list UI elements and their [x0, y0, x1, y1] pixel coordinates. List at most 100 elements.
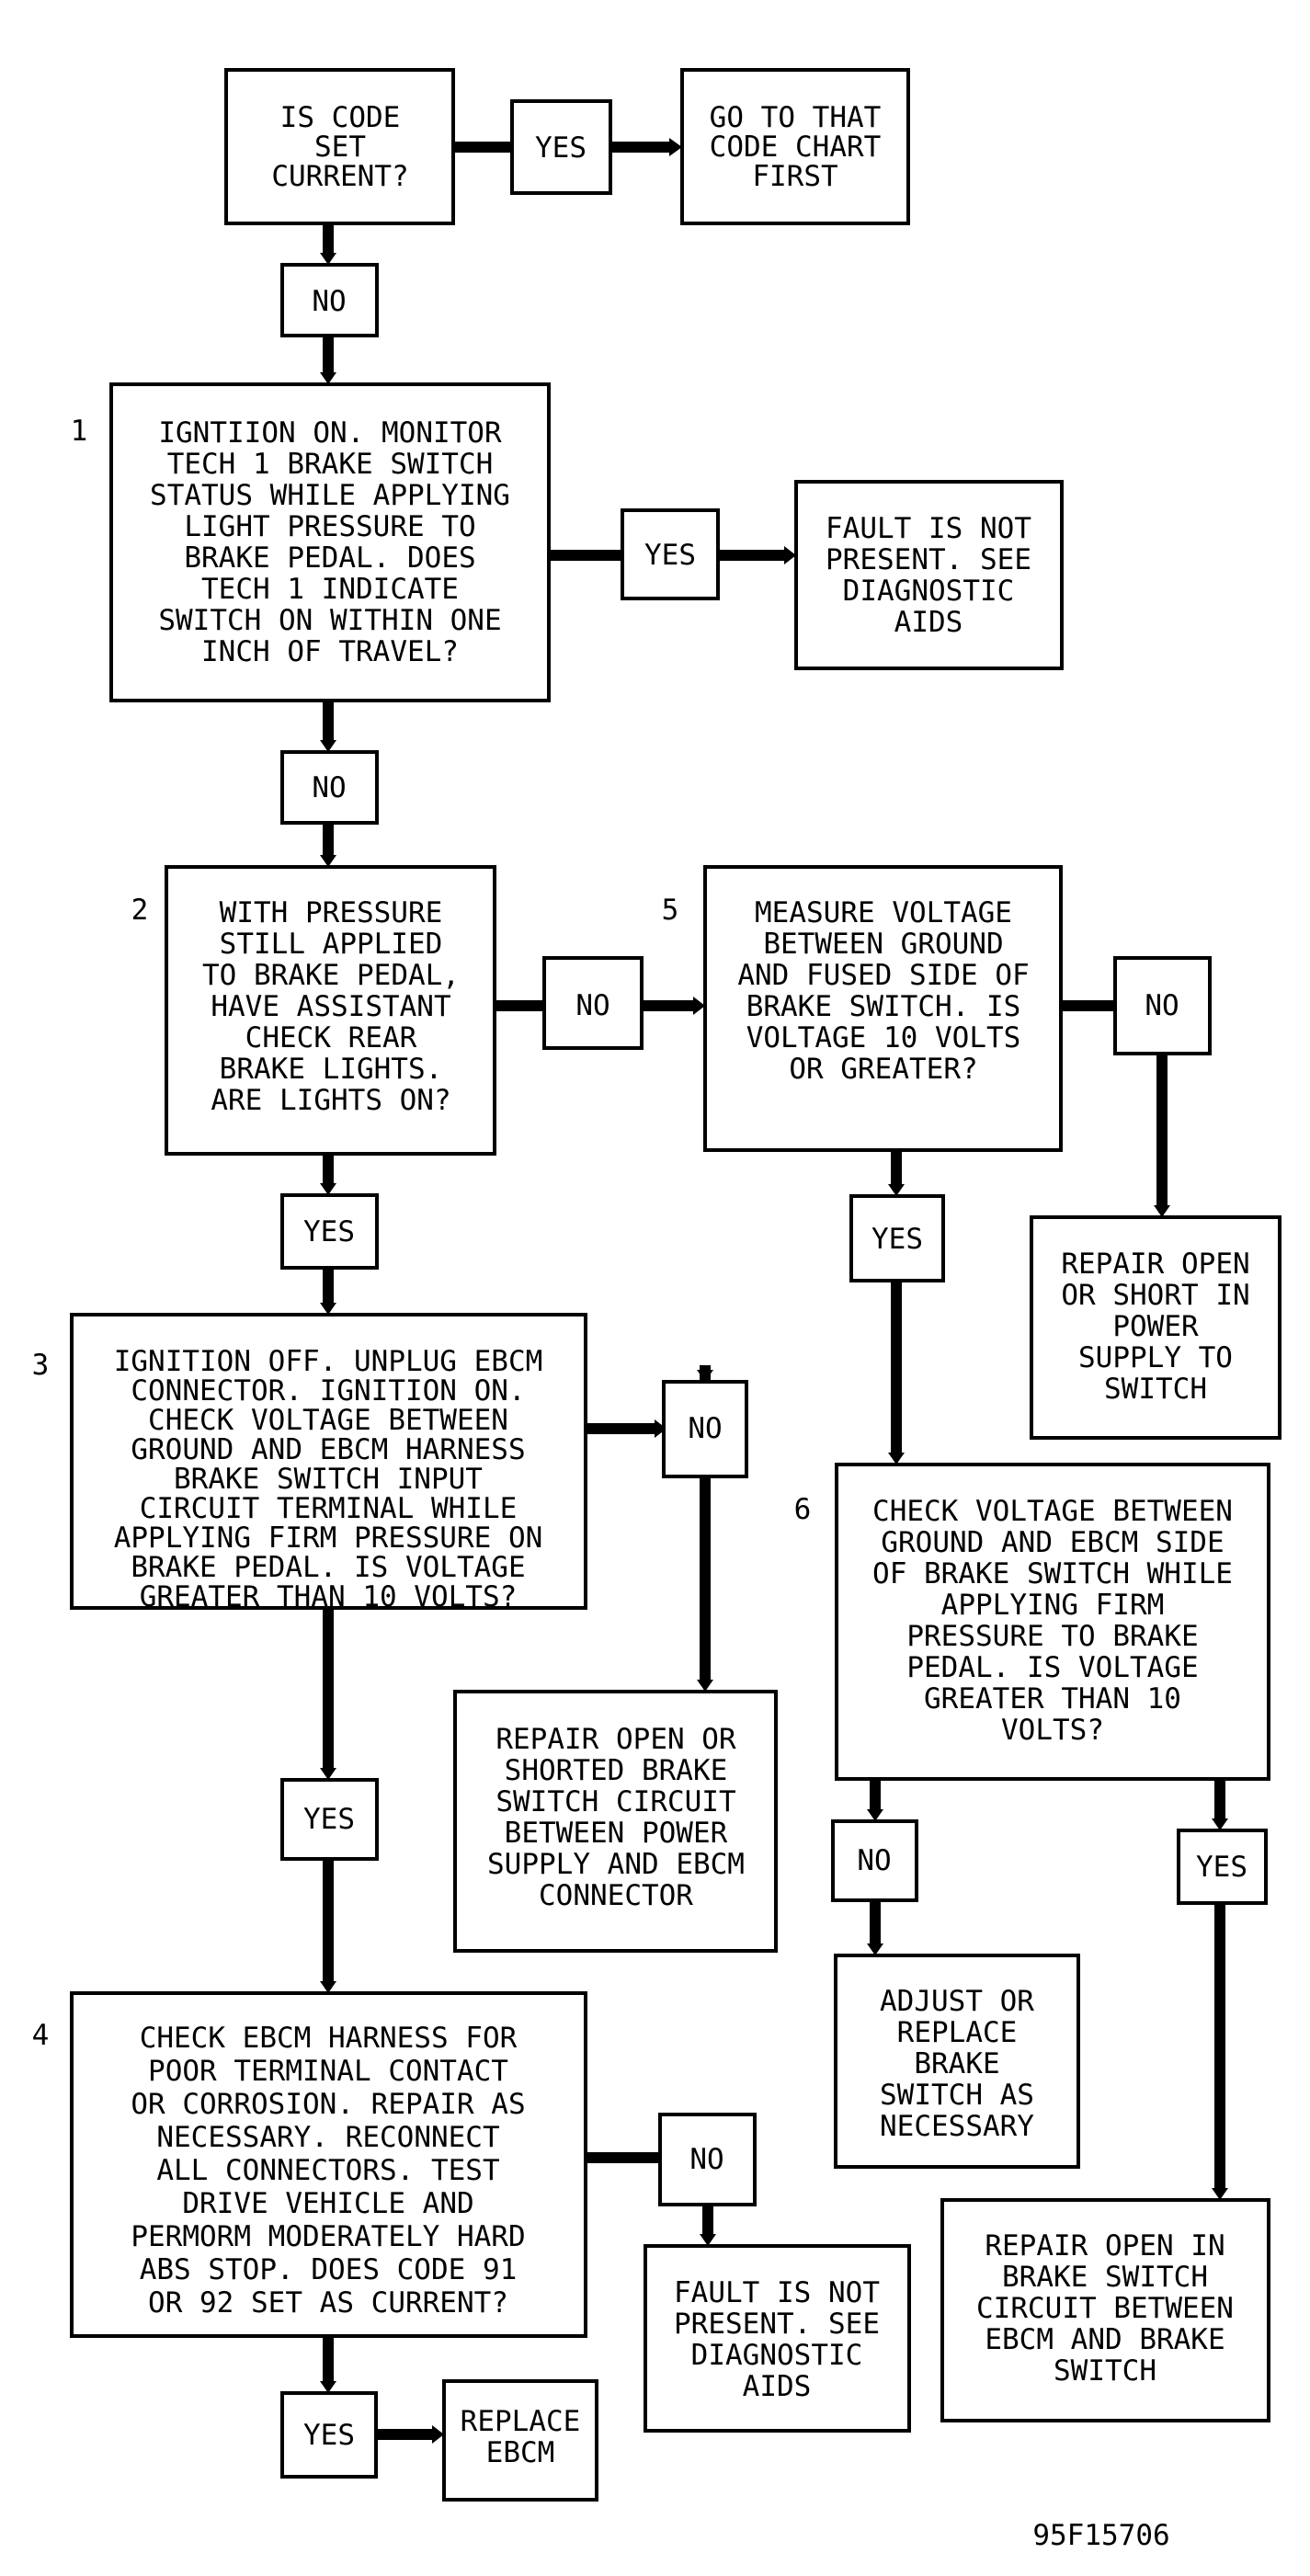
node-line: GO TO THAT	[710, 101, 882, 134]
yes-label: YES	[303, 1803, 355, 1836]
node-line: CHECK VOLTAGE BETWEEN	[148, 1404, 508, 1437]
node-line: CONNECTOR	[539, 1879, 693, 1912]
node-line: OR 92 SET AS CURRENT?	[148, 2286, 508, 2320]
node-line: CIRCUIT BETWEEN	[976, 2292, 1234, 2325]
node-line: FAULT IS NOT	[826, 512, 1031, 545]
node-line: LIGHT PRESSURE TO	[184, 510, 475, 543]
no-label: NO	[1145, 989, 1179, 1022]
node-replace: REPLACE EBCM	[442, 2379, 598, 2502]
node-line: CHECK VOLTAGE BETWEEN	[872, 1495, 1233, 1528]
node-line: EBCM	[486, 2436, 555, 2469]
node-line: NECESSARY. RECONNECT	[156, 2121, 499, 2154]
node-step5: 5 MEASURE VOLTAGE BETWEEN GROUND AND FUS…	[662, 865, 1063, 1152]
node-line: BETWEEN POWER	[505, 1817, 728, 1850]
node-line: ADJUST OR	[880, 1985, 1034, 2018]
node-line: ABS STOP. DOES CODE 91	[140, 2253, 518, 2286]
node-line: AIDS	[894, 606, 963, 639]
node-line: STILL APPLIED	[220, 928, 443, 961]
node-line: TECH 1 INDICATE	[201, 573, 459, 606]
node-line: DIAGNOSTIC	[691, 2339, 863, 2372]
node-line: GREATER THAN 10	[924, 1682, 1181, 1715]
step-number: 4	[32, 2019, 50, 2052]
node-line: VOLTAGE 10 VOLTS	[746, 1021, 1021, 1054]
label-yes-6: YES	[1177, 1829, 1268, 1905]
node-line: AND FUSED SIDE OF	[737, 959, 1029, 992]
node-line: ALL CONNECTORS. TEST	[156, 2154, 499, 2187]
node-line: REPAIR OPEN OR	[496, 1723, 736, 1756]
node-line: CHECK REAR	[245, 1021, 417, 1054]
node-line: SWITCH	[1104, 1373, 1207, 1406]
node-adjust: ADJUST OR REPLACE BRAKE SWITCH AS NECESS…	[834, 1954, 1080, 2169]
node-line: SET	[314, 131, 366, 164]
node-line: BRAKE LIGHTS.	[220, 1053, 443, 1086]
node-line: INCH OF TRAVEL?	[201, 635, 459, 668]
figure-id: 95F15706	[1032, 2519, 1169, 2552]
label-yes-4: YES	[280, 2391, 378, 2479]
label-yes-3: YES	[280, 1778, 379, 1861]
node-step6: 6 CHECK VOLTAGE BETWEEN GROUND AND EBCM …	[794, 1463, 1270, 1781]
step-number: 1	[71, 415, 88, 448]
node-line: BRAKE PEDAL. DOES	[184, 541, 475, 575]
label-no-3: NO	[542, 956, 644, 1050]
node-line: BRAKE	[914, 2047, 999, 2080]
label-yes-1: YES	[621, 508, 720, 600]
no-label: NO	[689, 2143, 723, 2176]
yes-label: YES	[644, 539, 696, 572]
node-line: WITH PRESSURE	[220, 896, 443, 929]
step-number: 3	[32, 1349, 50, 1382]
node-fault4: FAULT IS NOT PRESENT. SEE DIAGNOSTIC AID…	[644, 2244, 911, 2433]
node-line: IGNITION OFF. UNPLUG EBCM	[114, 1345, 543, 1378]
node-line: SUPPLY AND EBCM	[487, 1848, 745, 1881]
label-no-2: NO	[280, 750, 379, 825]
label-no-4: NO	[658, 2113, 757, 2206]
node-fault1: FAULT IS NOT PRESENT. SEE DIAGNOSTIC AID…	[794, 480, 1064, 670]
node-line: PRESENT. SEE	[826, 543, 1031, 576]
node-line: PRESSURE TO BRAKE	[906, 1620, 1198, 1653]
label-yes-5: YES	[849, 1194, 945, 1282]
node-line: TO BRAKE PEDAL,	[202, 959, 460, 992]
node-line: CHECK EBCM HARNESS FOR	[140, 2022, 518, 2055]
node-line: FAULT IS NOT	[674, 2276, 880, 2309]
yes-label: YES	[303, 1215, 355, 1248]
yes-label: YES	[535, 131, 587, 165]
node-line: SWITCH ON WITHIN ONE	[158, 604, 501, 637]
node-repair-brake: REPAIR OPEN IN BRAKE SWITCH CIRCUIT BETW…	[940, 2198, 1270, 2422]
node-line: SWITCH CIRCUIT	[496, 1785, 735, 1818]
node-line: STATUS WHILE APPLYING	[150, 479, 510, 512]
label-no-5: NO	[1113, 956, 1212, 1055]
node-line: CODE CHART	[710, 131, 882, 164]
label-no-1: NO	[280, 263, 379, 337]
node-line: REPLACE	[897, 2016, 1018, 2049]
node-step4: 4 CHECK EBCM HARNESS FOR POOR TERMINAL C…	[32, 1991, 587, 2338]
node-repair-shorted: REPAIR OPEN OR SHORTED BRAKE SWITCH CIRC…	[453, 1690, 778, 1953]
node-line: BRAKE SWITCH. IS	[746, 990, 1021, 1023]
node-line: TECH 1 BRAKE SWITCH	[167, 448, 494, 481]
node-line: CIRCUIT TERMINAL WHILE	[140, 1492, 518, 1525]
no-label: NO	[857, 1844, 891, 1877]
node-line: OR GREATER?	[789, 1053, 977, 1086]
node-line: ARE LIGHTS ON?	[211, 1084, 450, 1117]
node-line: PRESENT. SEE	[674, 2308, 880, 2341]
node-line: SWITCH	[1054, 2354, 1156, 2388]
node-line: AIDS	[743, 2370, 812, 2403]
node-line: REPAIR OPEN IN	[985, 2229, 1225, 2263]
node-line: GROUND AND EBCM HARNESS	[131, 1433, 525, 1466]
no-label: NO	[312, 285, 346, 318]
label-no-6: NO	[662, 1380, 748, 1478]
node-line: PEDAL. IS VOLTAGE	[906, 1651, 1198, 1684]
node-line: VOLTS?	[1001, 1714, 1104, 1747]
node-line: SUPPLY TO	[1078, 1341, 1233, 1374]
node-line: SHORTED BRAKE	[505, 1754, 728, 1787]
node-line: CONNECTOR. IGNITION ON.	[131, 1374, 525, 1408]
node-repair-power: REPAIR OPEN OR SHORT IN POWER SUPPLY TO …	[1030, 1215, 1282, 1440]
node-line: IGNTIION ON. MONITOR	[158, 416, 502, 450]
node-line: BETWEEN GROUND	[763, 928, 1003, 961]
node-line: DRIVE VEHICLE AND	[182, 2187, 473, 2220]
node-line: DIAGNOSTIC	[843, 575, 1015, 608]
node-line: BRAKE SWITCH INPUT	[174, 1463, 483, 1496]
node-line: OF BRAKE SWITCH WHILE	[872, 1557, 1233, 1590]
node-step2: 2 WITH PRESSURE STILL APPLIED TO BRAKE P…	[131, 865, 496, 1156]
node-line: NECESSARY	[880, 2110, 1034, 2143]
node-line: PERMORM MODERATELY HARD	[131, 2220, 525, 2253]
